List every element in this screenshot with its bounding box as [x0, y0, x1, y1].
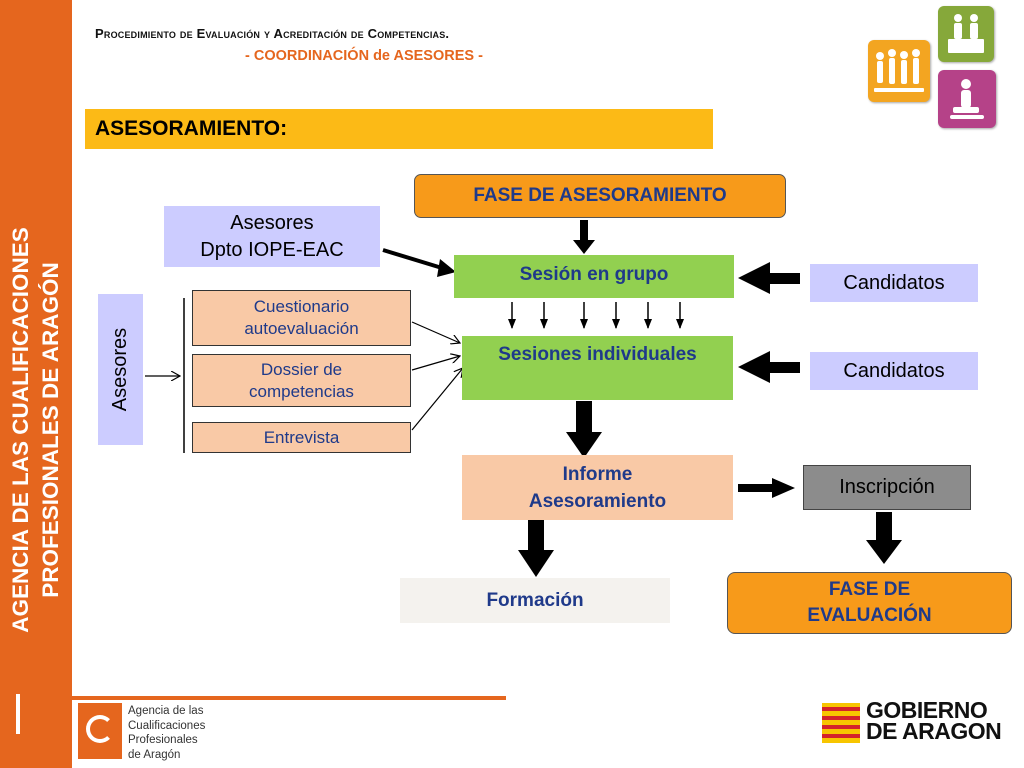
- gov-line-2: DE ARAGON: [866, 718, 1002, 744]
- formacion-box: Formación: [400, 578, 670, 623]
- gobierno-aragon-logo: GOBIERNO DE ARAGON: [866, 697, 1002, 744]
- agency-line-3: Profesionales: [128, 734, 198, 746]
- arrow-candidatos1-to-sesion: [738, 262, 800, 294]
- agency-name: Agencia de las Cualificaciones Profesion…: [128, 704, 205, 762]
- informe-box: Informe Asesoramiento: [462, 455, 733, 520]
- cuestionario-line-1: Cuestionario: [253, 297, 350, 316]
- informe-line-1: Informe: [562, 463, 633, 485]
- arrow-asesores-to-sesion: [382, 248, 443, 270]
- sidebar-band: AGENCIA DE LAS CUALIFICACIONES PROFESION…: [0, 0, 72, 768]
- aragon-flag-icon: [822, 703, 860, 743]
- agency-line-4: de Aragón: [128, 748, 181, 761]
- arrows-tools-to-individuales: [411, 321, 463, 431]
- arrow-candidatos2-to-sesiones: [738, 351, 800, 383]
- agency-line-2: Cualificaciones: [128, 719, 206, 732]
- agency-logo-icon: [78, 703, 122, 759]
- sesiones-individuales-box: Sesiones individuales: [462, 336, 733, 400]
- asesores-dpto-line-1: Asesores: [230, 211, 314, 234]
- arrows-grupo-to-individuales: [508, 302, 684, 329]
- cuestionario-line-2: autoevaluación: [244, 319, 359, 338]
- agency-line-1: Agencia de las: [128, 705, 204, 717]
- candidatos-box-1: Candidatos: [810, 264, 978, 302]
- fase-asesoramiento-box: FASE DE ASESORAMIENTO: [414, 174, 786, 218]
- inscripcion-box: Inscripción: [803, 465, 971, 510]
- dossier-line-2: competencias: [249, 381, 354, 401]
- asesores-side-box: Asesores: [98, 294, 143, 445]
- asesores-side-label: Asesores: [109, 327, 131, 412]
- technician-icon: [938, 70, 996, 128]
- arrow-inscripcion-to-evaluacion: [866, 512, 902, 564]
- dossier-box: Dossier de competencias: [192, 354, 411, 407]
- entrevista-box: Entrevista: [192, 422, 411, 453]
- fase-evaluacion-box: FASE DE EVALUACIÓN: [727, 572, 1012, 634]
- asesores-dpto-line-2: Dpto IOPE-EAC: [200, 238, 344, 261]
- section-banner: ASESORAMIENTO:: [85, 109, 713, 149]
- footer-divider: [72, 696, 506, 700]
- arrow-fase-to-sesion: [573, 220, 595, 254]
- sidebar-divider: [16, 694, 20, 734]
- cuestionario-box: Cuestionario autoevaluación: [192, 290, 411, 346]
- arrow-informe-to-inscripcion: [738, 478, 795, 498]
- sesion-grupo-box: Sesión en grupo: [454, 255, 734, 298]
- page-subtitle: - COORDINACIÓN de ASESORES -: [245, 48, 483, 64]
- fase-evaluacion-line-2: EVALUACIÓN: [807, 605, 932, 626]
- gov-line-1: GOBIERNO: [866, 697, 988, 723]
- dossier-line-1: Dossier de: [260, 359, 343, 379]
- asesores-dpto-box: Asesores Dpto IOPE-EAC: [164, 206, 380, 267]
- arrow-informe-to-formacion: [518, 520, 554, 577]
- workers-icon: [938, 6, 994, 62]
- section-title: ASESORAMIENTO:: [95, 117, 288, 140]
- fase-evaluacion-line-1: FASE DE: [828, 579, 911, 600]
- informe-line-2: Asesoramiento: [528, 490, 667, 512]
- candidatos-box-2: Candidatos: [810, 352, 978, 390]
- arrow-individuales-to-informe: [566, 401, 602, 458]
- people-group-icon: [868, 40, 930, 102]
- page-title: Procedimiento de Evaluación y Acreditaci…: [95, 26, 450, 41]
